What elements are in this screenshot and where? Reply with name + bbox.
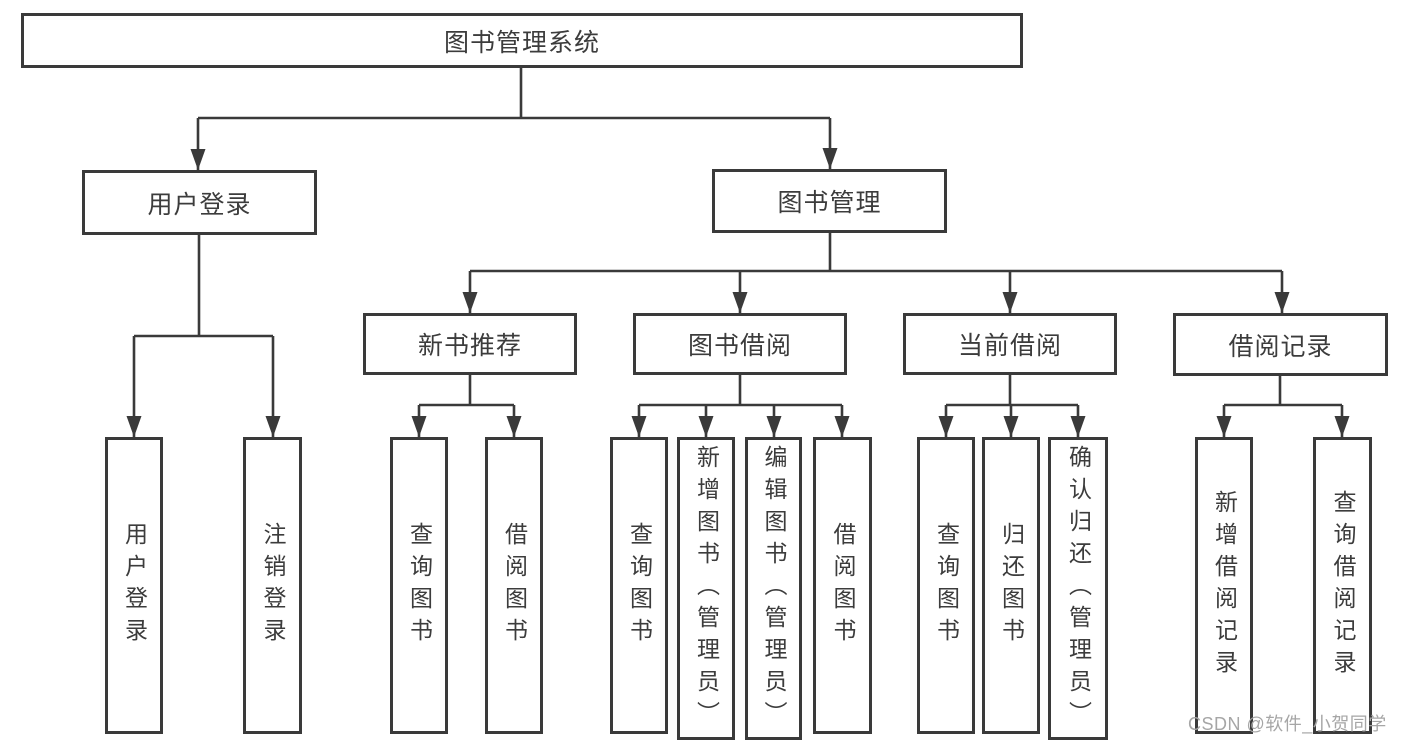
node-label: 借阅图书 [501,521,528,650]
leaf-borrow-books-2: 借阅图书 [813,437,872,734]
node-label: 注销登录 [260,521,286,650]
node-label: 借阅图书 [830,521,856,650]
node-label: 查询借阅记录 [1330,489,1356,682]
node-root-system: 图书管理系统 [21,13,1023,68]
leaf-query-books-recommend: 查询图书 [390,437,448,734]
node-label: 图书管理系统 [443,28,600,57]
node-label: 新增图书（管理员） [693,444,720,733]
leaf-user-login: 用户登录 [105,437,163,734]
arrowheads [126,118,1350,437]
node-label: 图书借阅 [687,332,792,360]
node-label: 新增借阅记录 [1211,489,1238,682]
node-label: 查询图书 [933,521,960,650]
leaf-confirm-return-admin: 确认归还（管理员） [1048,437,1108,740]
node-book-borrow: 图书借阅 [633,313,847,375]
leaf-query-books-borrow: 查询图书 [610,437,668,734]
leaf-edit-book-admin: 编辑图书（管理员） [745,437,802,740]
node-label: 确认归还（管理员） [1065,444,1092,733]
node-label: 用户登录 [147,190,252,219]
csdn-watermark: CSDN @软件_小贺同学 [1188,714,1387,734]
node-label: 用户登录 [121,521,148,650]
node-label: 当前借阅 [957,332,1062,360]
leaf-borrow-books-recommend: 借阅图书 [485,437,543,734]
node-label: 图书管理 [777,189,882,217]
node-new-book-recommend: 新书推荐 [363,313,577,375]
leaf-query-books-current: 查询图书 [917,437,975,734]
node-label: 编辑图书（管理员） [761,444,787,733]
leaf-add-borrow-record: 新增借阅记录 [1195,437,1253,734]
node-user-login: 用户登录 [82,170,317,235]
leaf-query-borrow-record: 查询借阅记录 [1313,437,1372,734]
node-label: 归还图书 [998,521,1025,650]
leaf-return-book: 归还图书 [982,437,1040,734]
node-label: 查询图书 [406,521,433,650]
leaf-logout: 注销登录 [243,437,302,734]
node-label: 借阅记录 [1228,332,1333,361]
node-label: 查询图书 [626,521,653,650]
node-current-borrow: 当前借阅 [903,313,1117,375]
node-label: 新书推荐 [417,332,522,360]
node-book-management: 图书管理 [712,169,947,233]
leaf-add-book-admin: 新增图书（管理员） [677,437,735,740]
node-borrow-records: 借阅记录 [1173,313,1388,376]
